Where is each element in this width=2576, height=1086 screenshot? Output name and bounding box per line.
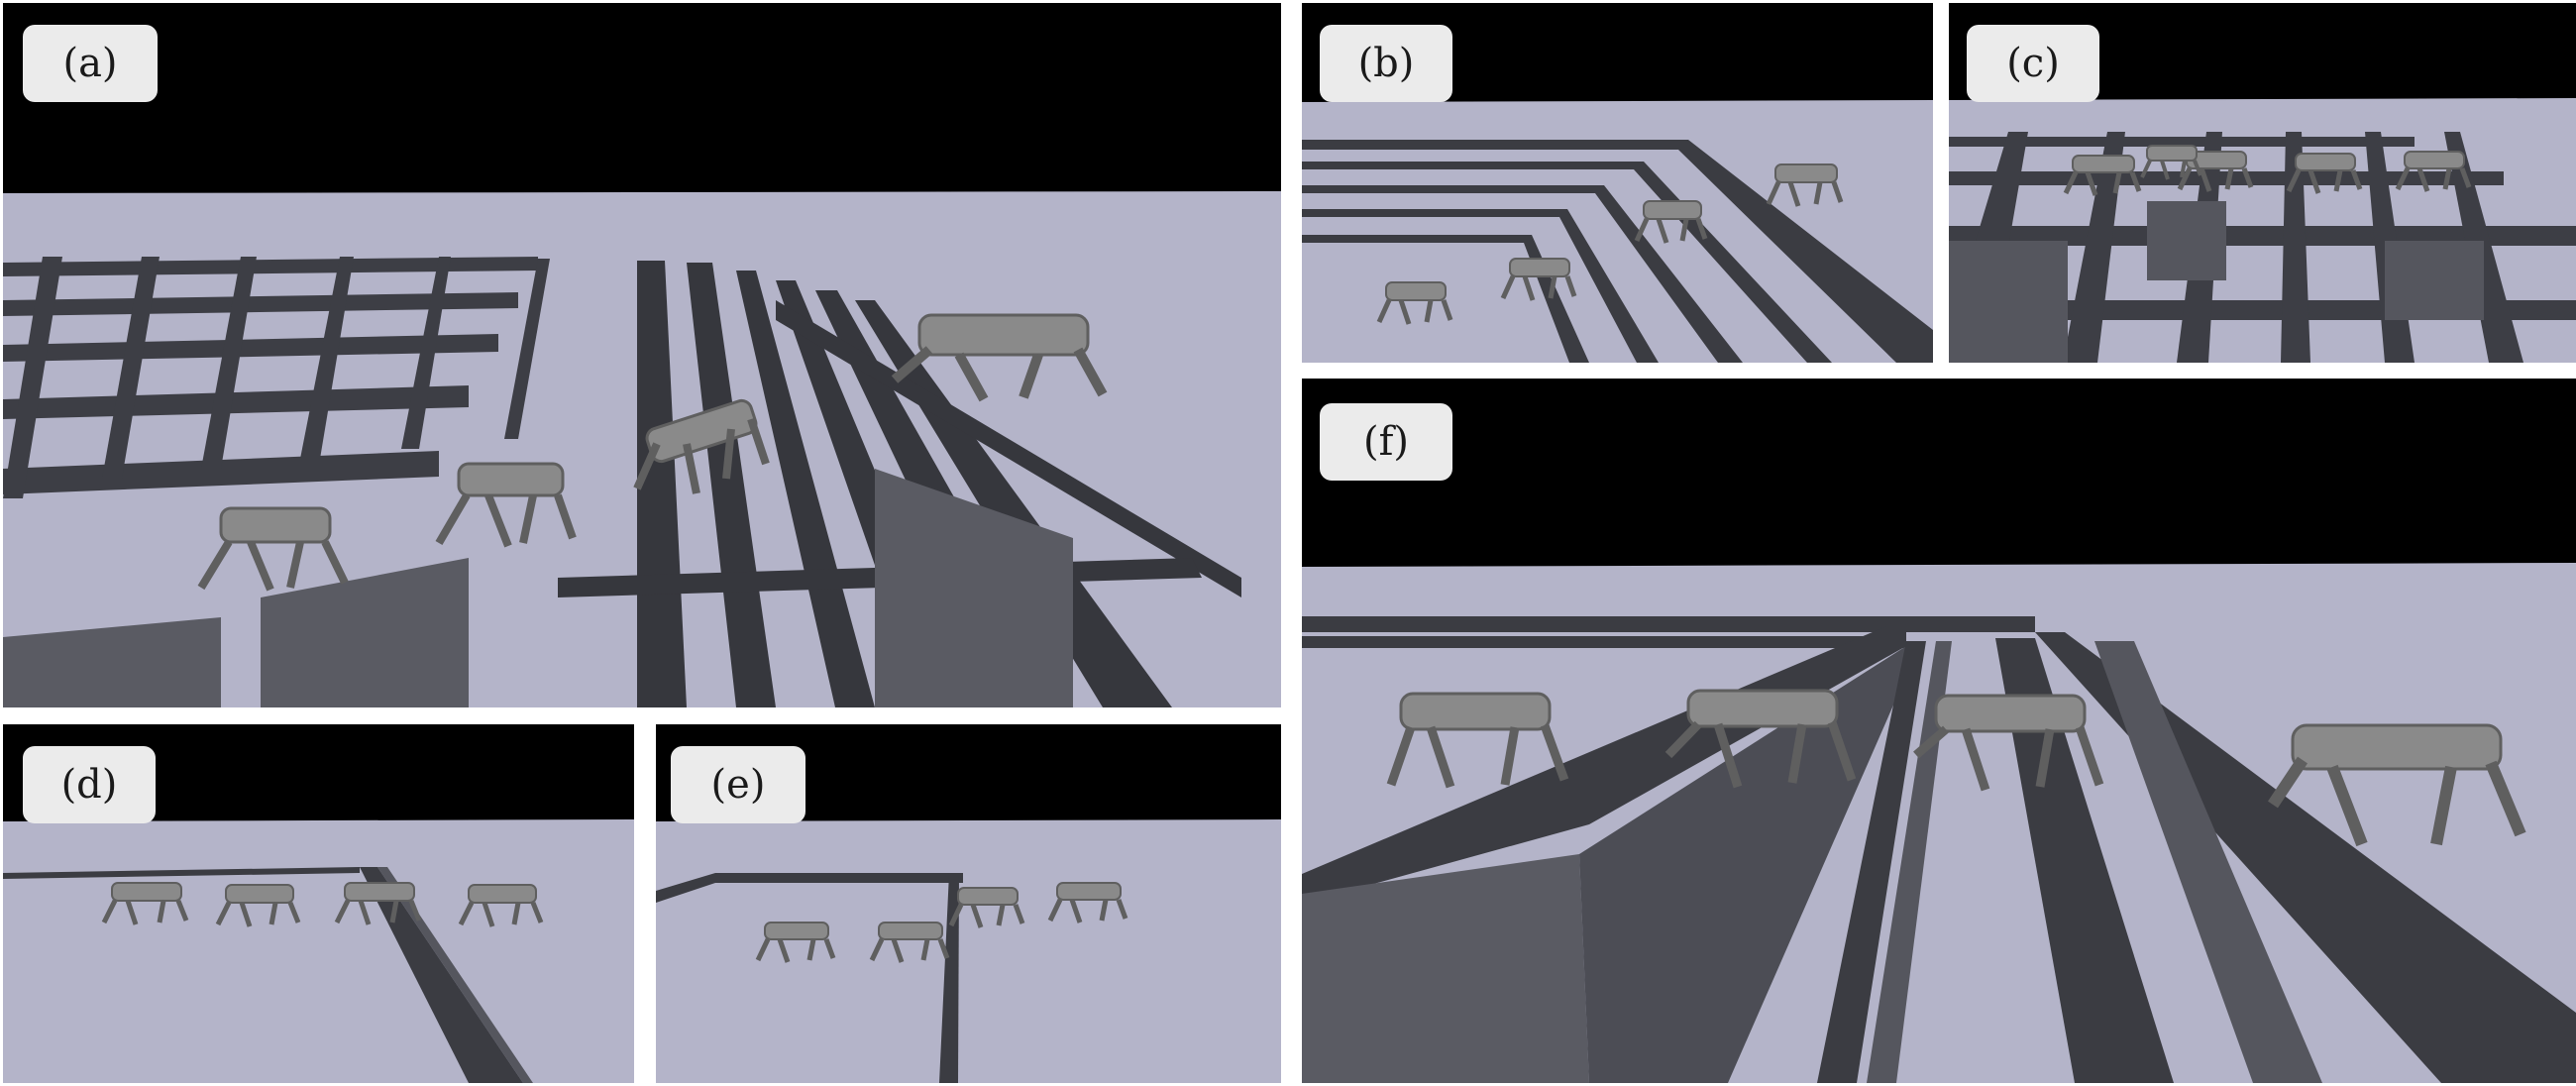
panel-f: (f) <box>1302 379 2576 1083</box>
robot-3 <box>948 887 1025 928</box>
panel-label: (e) <box>671 746 805 823</box>
robot-2 <box>1664 689 1857 789</box>
scene-a <box>3 3 1281 707</box>
robot-1 <box>1376 281 1453 325</box>
robot-3 <box>633 398 770 494</box>
robot-4 <box>2268 723 2526 847</box>
robot-1 <box>2063 155 2142 196</box>
robot-1 <box>1386 692 1569 789</box>
robots <box>1376 163 1844 325</box>
stepped-gaps <box>1302 140 1933 363</box>
robot-4 <box>2395 151 2472 192</box>
robots <box>2063 145 2472 196</box>
robot-1 <box>101 882 189 925</box>
robot-4 <box>458 884 544 927</box>
robot-1 <box>197 506 349 592</box>
robot-2 <box>2177 151 2254 192</box>
robots <box>755 882 1128 963</box>
panel-label: (a) <box>23 25 158 102</box>
panel-label: (c) <box>1967 25 2099 102</box>
panel-b: (b) <box>1302 3 1933 363</box>
single-gap <box>3 867 533 1083</box>
robot-4 <box>1047 882 1128 923</box>
robot-4 <box>891 313 1108 402</box>
robot-4 <box>1766 163 1844 207</box>
robot-3 <box>334 882 422 925</box>
scene-c <box>1949 3 2576 363</box>
robots <box>197 313 1108 592</box>
panel-label: (f) <box>1320 403 1452 481</box>
robot-2 <box>1500 258 1577 301</box>
robot-3 <box>1634 200 1708 244</box>
robot-2 <box>869 922 950 963</box>
robot-2 <box>215 884 301 927</box>
panel-c: (c) <box>1949 3 2576 363</box>
robot-3 <box>2286 153 2363 194</box>
panel-e: (e) <box>656 724 1281 1083</box>
robots <box>1386 689 2526 847</box>
panel-label: (d) <box>23 746 156 823</box>
parallel-gaps <box>1302 616 2576 1083</box>
gap-grid <box>3 257 550 498</box>
robot-3 <box>1913 694 2104 792</box>
robot-5 <box>2140 145 2202 180</box>
panel-label: (b) <box>1320 25 1452 102</box>
robot-1 <box>755 922 836 963</box>
robot-2 <box>435 462 577 548</box>
panel-a: (a) <box>3 3 1281 707</box>
panel-d: (d) <box>3 724 634 1083</box>
robots <box>101 882 544 927</box>
narrow-gap <box>656 873 963 1083</box>
scene-f <box>1302 379 2576 1083</box>
